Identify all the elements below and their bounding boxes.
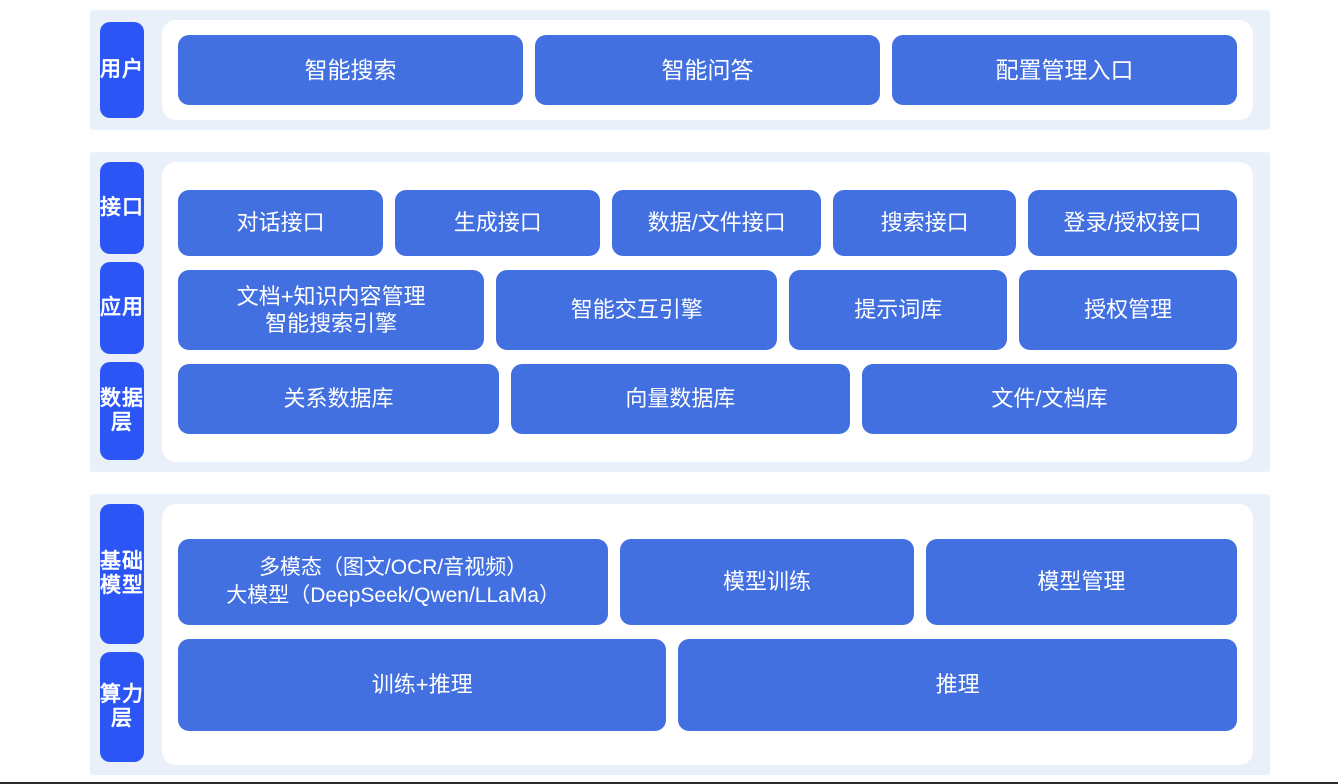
row-interface-apis: 对话接口 生成接口 数据/文件接口 搜索接口 登录/授权接口 <box>178 190 1237 256</box>
band-base-tabs: 基础模型 算力层 <box>90 494 154 775</box>
bottom-divider <box>0 782 1338 784</box>
node-model-management[interactable]: 模型管理 <box>925 538 1237 625</box>
node-login-auth-api[interactable]: 登录/授权接口 <box>1028 190 1237 256</box>
node-smart-search[interactable]: 智能搜索 <box>178 35 523 105</box>
node-search-api[interactable]: 搜索接口 <box>833 190 1017 256</box>
node-data-file-api[interactable]: 数据/文件接口 <box>612 190 822 256</box>
band-base-panel: 多模态（图文/OCR/音视频） 大模型（DeepSeek/Qwen/LLaMa）… <box>162 504 1253 765</box>
row-application-modules: 文档+知识内容管理 智能搜索引擎 智能交互引擎 提示词库 授权管理 <box>178 270 1237 350</box>
node-training-and-inference[interactable]: 训练+推理 <box>178 638 667 731</box>
node-dialog-api[interactable]: 对话接口 <box>178 190 384 256</box>
row-data-stores: 关系数据库 向量数据库 文件/文档库 <box>178 364 1237 434</box>
layer-tab-data[interactable]: 数据层 <box>100 362 144 460</box>
node-inference[interactable]: 推理 <box>678 638 1237 731</box>
row-compute-capabilities: 训练+推理 推理 <box>178 638 1237 731</box>
layer-tab-foundation-model[interactable]: 基础模型 <box>100 504 144 644</box>
node-smart-interaction-engine[interactable]: 智能交互引擎 <box>496 270 778 350</box>
node-relational-database[interactable]: 关系数据库 <box>178 364 499 434</box>
node-document-knowledge-management[interactable]: 文档+知识内容管理 智能搜索引擎 <box>178 270 485 350</box>
node-vector-database[interactable]: 向量数据库 <box>510 364 850 434</box>
row-model-capabilities: 多模态（图文/OCR/音视频） 大模型（DeepSeek/Qwen/LLaMa）… <box>178 538 1237 625</box>
node-prompt-library[interactable]: 提示词库 <box>789 270 1008 350</box>
band-middle-tabs: 接口 应用 数据层 <box>90 152 154 472</box>
band-middle-panel: 对话接口 生成接口 数据/文件接口 搜索接口 登录/授权接口 文档+知识内容管理… <box>162 162 1253 462</box>
node-authorization-management[interactable]: 授权管理 <box>1019 270 1237 350</box>
layer-tab-application[interactable]: 应用 <box>100 262 144 354</box>
layer-tab-interface[interactable]: 接口 <box>100 162 144 254</box>
band-user: 用户 智能搜索 智能问答 配置管理入口 <box>90 10 1270 130</box>
node-file-document-store[interactable]: 文件/文档库 <box>861 364 1237 434</box>
band-user-tabs: 用户 <box>90 10 154 130</box>
node-config-management-entry[interactable]: 配置管理入口 <box>892 35 1237 105</box>
node-multimodal-large-model[interactable]: 多模态（图文/OCR/音视频） 大模型（DeepSeek/Qwen/LLaMa） <box>178 538 609 625</box>
layer-tab-user[interactable]: 用户 <box>100 22 144 118</box>
band-base: 基础模型 算力层 多模态（图文/OCR/音视频） 大模型（DeepSeek/Qw… <box>90 494 1270 775</box>
node-generation-api[interactable]: 生成接口 <box>395 190 601 256</box>
layer-tab-compute[interactable]: 算力层 <box>100 652 144 762</box>
node-smart-qa[interactable]: 智能问答 <box>535 35 880 105</box>
row-user-entries: 智能搜索 智能问答 配置管理入口 <box>178 35 1237 105</box>
node-model-training[interactable]: 模型训练 <box>620 538 914 625</box>
band-user-panel: 智能搜索 智能问答 配置管理入口 <box>162 20 1253 120</box>
band-middle: 接口 应用 数据层 对话接口 生成接口 数据/文件接口 搜索接口 登录/授权接口… <box>90 152 1270 472</box>
